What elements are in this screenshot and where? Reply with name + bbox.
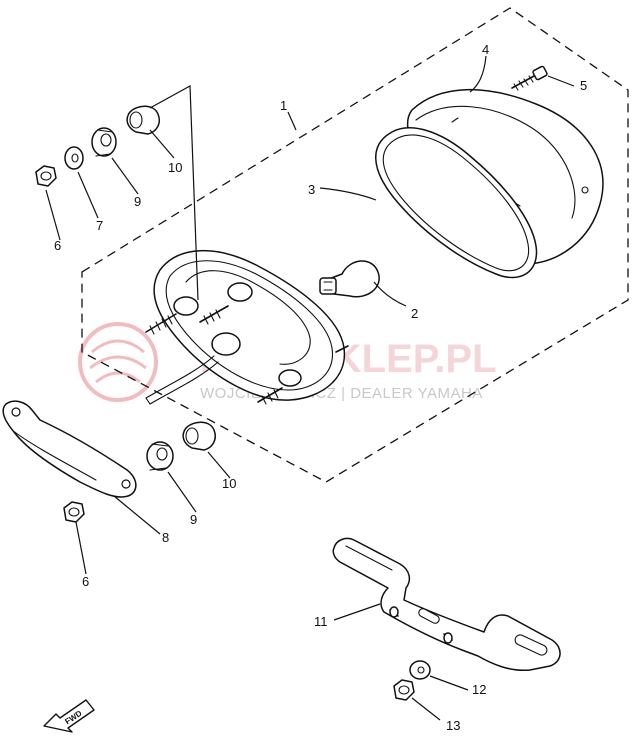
bulb-part-2 <box>319 260 380 298</box>
fwd-arrow-icon: FWD <box>43 699 95 733</box>
grommet-part-9-upper <box>91 127 117 157</box>
assembly-outline-box <box>81 7 629 483</box>
callout-4: 4 <box>482 42 489 57</box>
callout-12: 12 <box>472 682 486 697</box>
callout-2: 2 <box>411 306 418 321</box>
license-bracket-part-11 <box>332 537 561 672</box>
callout-6-upper: 6 <box>54 238 61 253</box>
callout-8: 8 <box>162 530 169 545</box>
callout-10-upper: 10 <box>168 160 182 175</box>
watermark-logo-icon <box>78 322 158 402</box>
grommet-part-9-lower <box>146 441 174 471</box>
nut-part-6-upper <box>35 165 57 187</box>
housing-base <box>145 249 349 405</box>
callout-9-lower: 9 <box>190 512 197 527</box>
callout-9-upper: 9 <box>134 194 141 209</box>
collar-part-10-lower <box>182 421 216 451</box>
nut-part-6-lower <box>63 501 85 523</box>
gasket-part-3 <box>375 127 538 279</box>
callout-3: 3 <box>308 182 315 197</box>
washer-part-7 <box>64 146 84 170</box>
callout-11: 11 <box>314 614 328 629</box>
screw-part-5 <box>511 65 548 91</box>
callout-1: 1 <box>280 98 287 113</box>
washer-part-12 <box>409 660 431 680</box>
callout-10-lower: 10 <box>222 476 236 491</box>
callout-7: 7 <box>96 218 103 233</box>
callout-5: 5 <box>580 78 587 93</box>
callout-13: 13 <box>446 718 460 733</box>
callout-6-lower: 6 <box>82 574 89 589</box>
collar-part-10-upper <box>126 105 160 135</box>
nut-part-13 <box>393 679 415 701</box>
stay-bracket-part-8 <box>2 400 137 498</box>
callout-labels: 1 2 3 4 5 6 7 9 10 8 6 9 10 11 12 13 <box>54 42 587 733</box>
leader-lines <box>45 55 575 721</box>
